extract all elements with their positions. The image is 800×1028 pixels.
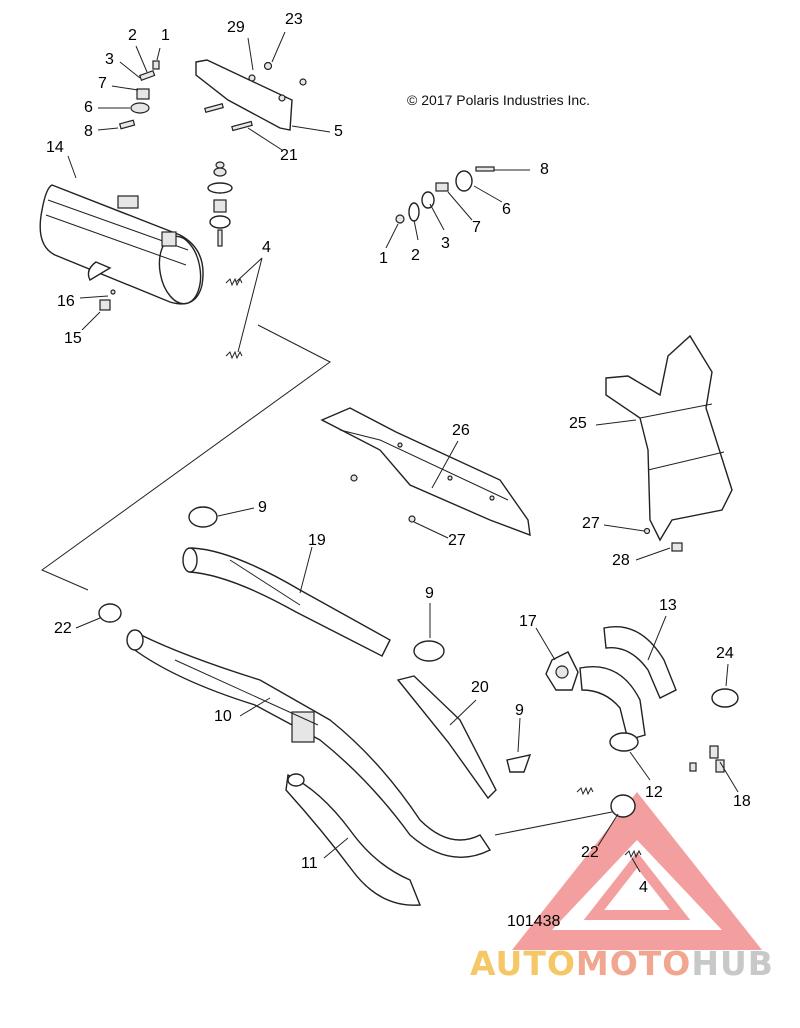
- part-shield-20: [396, 675, 497, 800]
- diagram-number: 101438: [507, 913, 561, 930]
- callout-25: 25: [569, 415, 587, 432]
- callout-20: 20: [471, 679, 489, 696]
- callout-10: 10: [214, 708, 232, 725]
- callout-15: 15: [64, 330, 82, 347]
- watermark-hub: HUB: [691, 944, 774, 983]
- callout-16: 16: [57, 293, 75, 310]
- callout-12: 12: [645, 784, 663, 801]
- callout-2: 2: [128, 27, 137, 44]
- part-grommet-stack: [207, 161, 233, 247]
- part-gaskets-22: [98, 603, 636, 818]
- callout-7-right: 7: [472, 219, 481, 236]
- callout-27: 27: [448, 532, 466, 549]
- part-elbows-13: [579, 626, 677, 752]
- callout-24: 24: [716, 645, 734, 662]
- part-pipe-10: [126, 629, 492, 858]
- part-head-pipe-19: [182, 547, 391, 657]
- part-pipe-11: [285, 773, 422, 906]
- callout-4: 4: [262, 239, 271, 256]
- callout-18: 18: [733, 793, 751, 810]
- part-clamp-24: [711, 688, 739, 708]
- callout-7: 7: [98, 75, 107, 92]
- callout-27-right: 27: [582, 515, 600, 532]
- callout-26: 26: [452, 422, 470, 439]
- watermark-auto: AUTO: [470, 944, 576, 983]
- callout-2-right: 2: [411, 247, 420, 264]
- leader-lines: [40, 31, 739, 873]
- callout-17: 17: [519, 613, 537, 630]
- part-hardware-stack-left: [118, 60, 160, 130]
- callout-3-right: 3: [441, 235, 450, 252]
- callout-28: 28: [612, 552, 630, 569]
- callout-22: 22: [54, 620, 72, 637]
- part-clamps-9: [188, 506, 532, 773]
- part-heat-shield-25: [605, 334, 733, 542]
- callout-14: 14: [46, 139, 64, 156]
- callout-3: 3: [105, 51, 114, 68]
- callout-21: 21: [280, 147, 298, 164]
- part-hardware-stack-right: [395, 166, 495, 224]
- watermark-moto: MOTO: [575, 944, 692, 983]
- callout-29: 29: [227, 19, 245, 36]
- part-heat-shield-26: [320, 407, 531, 537]
- watermark-text: AUTOMOTOHUB: [470, 944, 774, 983]
- callout-22-right: 22: [581, 844, 599, 861]
- part-fasteners-18: [689, 745, 725, 773]
- callout-4-right: 4: [639, 879, 648, 896]
- callout-1: 1: [161, 27, 170, 44]
- watermark-triangle: [512, 792, 762, 950]
- callout-5: 5: [334, 123, 343, 140]
- callout-13: 13: [659, 597, 677, 614]
- callout-9: 9: [258, 499, 267, 516]
- callout-8-right: 8: [540, 161, 549, 178]
- copyright-text: © 2017 Polaris Industries Inc.: [407, 92, 591, 108]
- part-bracket-5: [195, 59, 307, 132]
- callout-9-low: 9: [515, 702, 524, 719]
- callout-1-right: 1: [379, 250, 388, 267]
- part-gasket-17: [545, 651, 579, 691]
- callout-6: 6: [84, 99, 93, 116]
- callout-9-mid: 9: [425, 585, 434, 602]
- callout-19: 19: [308, 532, 326, 549]
- callout-8: 8: [84, 123, 93, 140]
- callout-23: 23: [285, 11, 303, 28]
- part-springs-4: [225, 277, 642, 859]
- part-small-fasteners: [99, 289, 683, 552]
- part-muffler-14: [39, 184, 204, 305]
- callout-11: 11: [301, 855, 318, 872]
- callout-6-right: 6: [502, 201, 511, 218]
